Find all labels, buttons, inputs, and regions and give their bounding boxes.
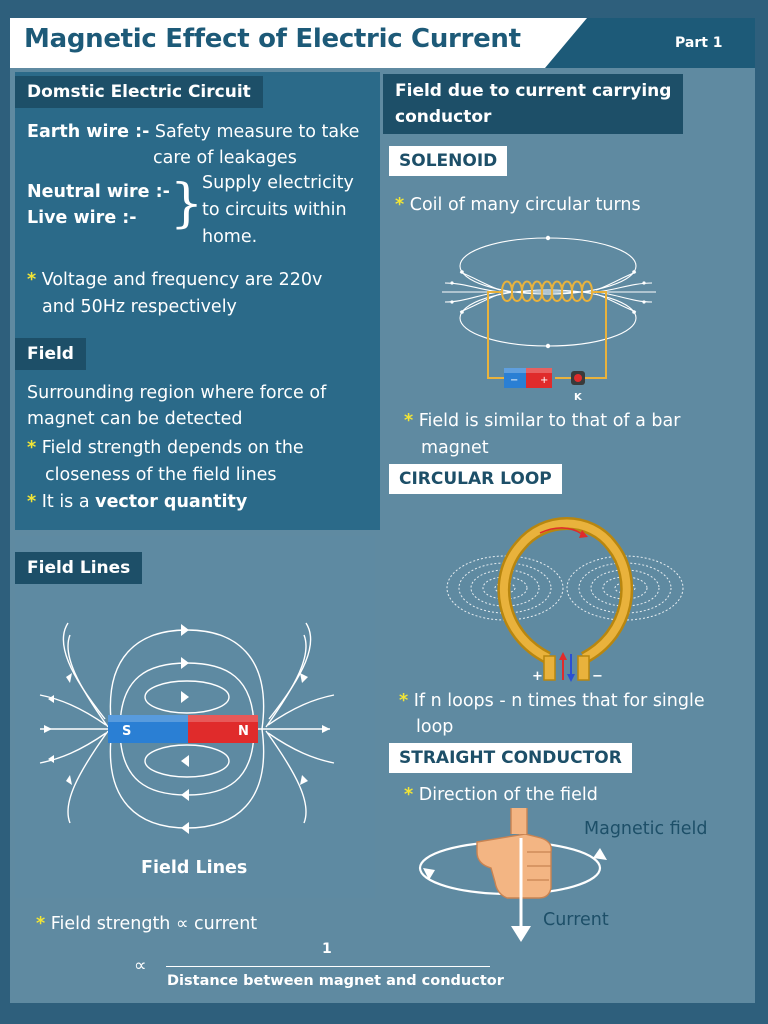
solenoid-note-2: magnet: [421, 438, 489, 458]
field-lines-heading: Field Lines: [15, 552, 143, 584]
page-title: Magnetic Effect of Electric Current: [24, 24, 521, 54]
circular-loop-heading: CIRCULAR LOOP: [389, 464, 562, 494]
bullet-star: *: [36, 914, 46, 934]
conductor-heading-2: conductor: [395, 107, 492, 127]
neutral-wire-label: Neutral wire :-: [27, 182, 170, 202]
loop-current-arrow: [539, 527, 583, 535]
loop-lead-left: [543, 655, 556, 681]
hand-icon: [476, 808, 552, 899]
loop-minus-label: −: [592, 669, 603, 684]
field-lines-caption: Field Lines: [141, 858, 248, 878]
voltage-text-2: and 50Hz respectively: [42, 297, 237, 317]
loop-note-2: loop: [416, 717, 454, 737]
straight-desc-line: * Direction of the field: [404, 782, 598, 808]
loop-note-1: If n loops - n times that for single: [413, 691, 705, 711]
bullet-star: *: [404, 411, 414, 431]
earth-wire-label: Earth wire :-: [27, 122, 150, 142]
current-label: Current: [543, 910, 609, 930]
loop-note-line: * If n loops - n times that for single: [399, 688, 705, 714]
straight-conductor-heading: STRAIGHT CONDUCTOR: [389, 743, 632, 773]
svg-text:−: −: [510, 375, 518, 386]
magnet-south-pole: [108, 715, 188, 743]
voltage-text-1: Voltage and frequency are 220v: [41, 270, 323, 290]
conductor-heading-1: Field due to current carrying: [395, 81, 672, 101]
earth-wire-line: Earth wire :- Safety measure to take: [27, 119, 359, 145]
solenoid-heading: SOLENOID: [389, 146, 508, 176]
pole-s-label: S: [122, 724, 131, 739]
field-def-1: Surrounding region where force of: [27, 383, 327, 403]
solenoid-field-dots: [450, 235, 646, 349]
fraction-denominator: Distance between magnet and conductor: [167, 973, 504, 989]
solenoid-note-line: * Field is similar to that of a bar: [404, 408, 680, 434]
conductor-heading: Field due to current carrying conductor: [383, 74, 684, 134]
supply-text-1: Supply electricity: [202, 173, 354, 193]
bullet-star: *: [395, 195, 405, 215]
bullet-star: *: [399, 691, 409, 711]
left-top-panel: [15, 72, 380, 530]
key-label: K: [574, 392, 583, 403]
magnet-field-lines: [39, 622, 335, 829]
field-strength-text-1: Field strength depends on the: [41, 438, 304, 458]
part-label: Part 1: [675, 35, 723, 51]
field-heading: Field: [15, 338, 86, 370]
fraction-bar: [166, 966, 490, 967]
proportion-symbol: ∝: [134, 956, 147, 976]
loop-ring: [499, 519, 631, 662]
bar-magnet-diagram: S N: [39, 622, 335, 834]
magnet-north-pole: [188, 715, 258, 743]
solenoid-coil: [487, 280, 607, 379]
svg-text:+: +: [540, 375, 548, 386]
solenoid-field-lines: [442, 237, 656, 347]
circuit-heading: Domstic Electric Circuit: [15, 76, 263, 108]
part-tab: [545, 18, 755, 68]
field-def-2: magnet can be detected: [27, 409, 243, 429]
bullet-star: *: [27, 438, 37, 458]
field-strength-line-1: * Field strength depends on the: [27, 435, 304, 461]
proportion-text: Field strength ∝ current: [50, 914, 258, 934]
field-strength-text-2: closeness of the field lines: [45, 465, 277, 485]
circular-loop-diagram: + −: [446, 517, 684, 684]
loop-plus-label: +: [532, 669, 543, 684]
bullet-star: *: [27, 270, 37, 290]
field-arrow-heads: [44, 624, 330, 834]
pole-n-label: N: [238, 724, 249, 739]
solenoid-desc-line: * Coil of many circular turns: [395, 192, 641, 218]
solenoid-diagram: − + K: [442, 235, 656, 403]
bullet-star: *: [404, 785, 414, 805]
fraction-numerator: 1: [322, 941, 332, 957]
solenoid-note-1: Field is similar to that of a bar: [418, 411, 681, 431]
battery-negative: [504, 368, 526, 388]
brace-symbol: }: [170, 174, 204, 234]
magnetic-field-label: Magnetic field: [584, 819, 708, 839]
earth-wire-text-2: care of leakages: [153, 148, 297, 168]
earth-wire-text-1: Safety measure to take: [154, 122, 360, 142]
straight-desc: Direction of the field: [418, 785, 598, 805]
vector-line: * It is a vector quantity: [27, 489, 247, 515]
bullet-star: *: [27, 492, 37, 512]
battery-positive: [526, 368, 552, 388]
proportion-line: * Field strength ∝ current: [36, 911, 257, 937]
voltage-line-1: * Voltage and frequency are 220v: [27, 267, 322, 293]
solenoid-desc: Coil of many circular turns: [409, 195, 641, 215]
loop-field-lines: [446, 555, 684, 621]
supply-text-2: to circuits within: [202, 200, 347, 220]
straight-conductor-diagram: [418, 808, 607, 942]
loop-lead-right: [577, 655, 590, 681]
supply-text-3: home.: [202, 227, 258, 247]
live-wire-label: Live wire :-: [27, 208, 137, 228]
vector-pre: It is a: [41, 492, 96, 512]
vector-bold: vector quantity: [95, 492, 248, 512]
